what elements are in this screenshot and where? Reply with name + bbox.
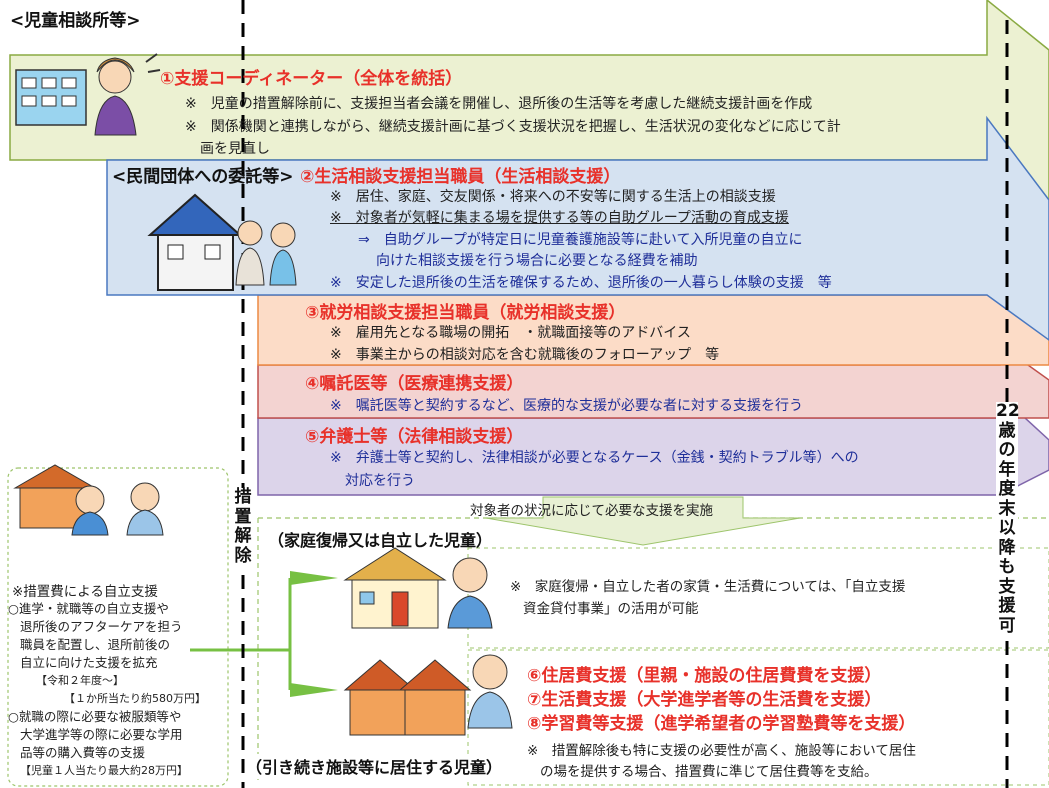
item5-line1: ※ 弁護士等と契約し、法律相談が必要となるケース（金銭・契約トラブル等）への [330, 450, 859, 466]
item2-line5: ※ 安定した退所後の生活を確保するため、退所後の一人暮らし体験の支援 等 [330, 275, 832, 291]
age-label-char: 度 [998, 479, 1016, 499]
down-arrow [485, 496, 801, 546]
katei-line1: ※ 家庭復帰・自立した者の家賃・生活費については、「自立支援 [510, 579, 906, 595]
item2-line2: ※ 対象者が気軽に集まる場を提供する等の自助グループ活動の育成支援 [330, 210, 789, 226]
sochi-label-char: 解 [234, 526, 252, 546]
item3-line2: ※ 事業主からの相談対応を含む就職後のフォローアップ 等 [330, 347, 720, 363]
header-minkan: <民間団体への委託等> [112, 167, 294, 187]
shisetsu-header: （引き続き施設等に居住する児童） [246, 754, 503, 778]
item5-line2: 対応を行う [345, 473, 415, 489]
item2-title: ②生活相談支援担当職員（生活相談支援） [300, 167, 621, 187]
family-house-icon [13, 464, 164, 536]
blue-arrow [106, 115, 1049, 341]
item4-line1: ※ 嘱託医等と契約するなど、医療的な支援が必要な者に対する支援を行う [330, 398, 804, 414]
item1-line2: ※ 関係機関と連携しながら、継続支援計画に基づく支援状況を把握し、生活状況の変化… [185, 119, 841, 135]
item6-title: ⑥住居費支援（里親・施設の住居費費を支援） [527, 666, 882, 686]
age-label-char: の [998, 440, 1016, 460]
left-box-line: 【児童１人当たり最大約28万円】 [20, 764, 188, 777]
left-box-line: ○就職の際に必要な被服類等や [8, 709, 182, 724]
age-label-char: 年 [998, 459, 1016, 480]
item1-line1: ※ 児童の措置解除前に、支援担当者会議を開催し、退所後の生活等を考慮した継続支援… [185, 96, 813, 112]
item3-line1: ※ 雇用先となる職場の開拓 ・就職面接等のアドバイス [330, 325, 691, 341]
age-label-char: 歳 [998, 420, 1016, 441]
item1-line3: 画を見直し [200, 141, 270, 157]
item2-line1: ※ 居住、家庭、交友関係・将来への不安等に関する生活上の相談支援 [330, 189, 776, 205]
sochi-label-char: 除 [234, 545, 252, 566]
sochi-label-char: 措 [234, 487, 252, 507]
item2-line4: 向けた相談支援を行う場合に必要となる経費を補助 [376, 253, 698, 269]
left-box-title: ※措置費による自立支援 [12, 584, 158, 600]
item4-title: ④嘱託医等（医療連携支援） [305, 374, 524, 394]
age-label-char: 以 [998, 518, 1016, 538]
office-building-icon [15, 69, 87, 126]
facility-house-icon [343, 654, 513, 736]
age-label-char: 降 [998, 537, 1016, 558]
lower-bottom-box [467, 649, 1049, 786]
item3-title: ③就労相談支援担当職員（就労相談支援） [305, 303, 626, 323]
katei-line2: 資金貸付事業」の活用が可能 [523, 601, 699, 617]
coordinator-person-icon [94, 53, 161, 136]
left-box-line: 自立に向けた支援を拡充 [20, 655, 158, 670]
left-box-line: 【令和２年度～】 [36, 674, 124, 687]
connector-arrowhead-top [290, 571, 338, 585]
taishosha-label: 対象者の状況に応じて必要な支援を実施 [470, 503, 713, 519]
age-label-char: 22 [996, 401, 1020, 421]
item8-title: ⑧学習費等支援（進学希望者の学習塾費等を支援） [527, 714, 916, 734]
age-label-char: 援 [998, 596, 1016, 616]
age-label-char: も [998, 557, 1016, 577]
left-box-line: 【１か所当たり約580万円】 [64, 692, 206, 705]
age-label-char: 末 [998, 498, 1016, 519]
left-box-line: 退所後のアフターケアを担う [20, 619, 183, 634]
sochi-label-char: 置 [234, 506, 252, 527]
katei-header: （家庭復帰又は自立した児童） [268, 531, 493, 550]
shisetsu-note1: ※ 措置解除後も特に支援の必要性が高く、施設等において居住 [527, 743, 916, 759]
sochi-kaijo-label: 措 置 解 除 [232, 487, 254, 566]
left-box-line: 職員を配置し、退所前後の [20, 637, 171, 652]
independent-house-icon [343, 547, 493, 629]
connector-line [190, 578, 292, 690]
left-box-line: 大学進学等の際に必要な学用 [20, 727, 183, 742]
left-box-line: ○進学・就職等の自立支援や [8, 601, 169, 616]
item1-title: ①支援コーディネーター（全体を統括） [160, 69, 463, 89]
age-label-char: 支 [998, 576, 1016, 597]
item5-title: ⑤弁護士等（法律相談支援） [305, 427, 524, 447]
age-label-char: 可 [998, 615, 1016, 636]
house-with-staff-icon [147, 193, 297, 291]
item7-title: ⑦生活費支援（大学進学者等の生活費を支援） [527, 690, 882, 710]
age-label: 22 歳 の 年 度 末 以 降 も 支 援 可 [996, 401, 1020, 636]
item2-line3: ⇒ 自助グループが特定日に児童養護施設等に赴いて入所児童の自立に [358, 232, 803, 248]
shisetsu-note2: の場を提供する場合、措置費に準じて居住費等を支給。 [540, 764, 878, 780]
header-jido: <児童相談所等> [10, 11, 141, 31]
left-box-content: ○進学・就職等の自立支援や 退所後のアフターケアを担う 職員を配置し、退所前後の… [8, 600, 206, 780]
connector-arrowhead-bottom [290, 683, 338, 697]
left-box-line: 品等の購入費等の支援 [20, 745, 146, 760]
